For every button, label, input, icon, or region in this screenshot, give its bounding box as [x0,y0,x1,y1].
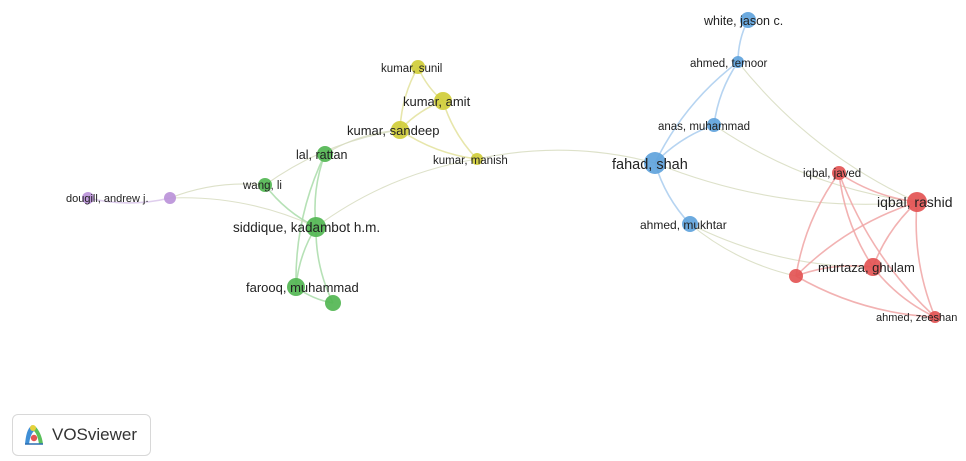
node-wang-li[interactable] [258,178,272,192]
link-iqbal-rashid-red-unlabeled [795,201,918,277]
link-ahmed-temoor-fahad-shah [654,61,739,164]
node-label-anas-muhammad[interactable]: anas, muhammad [658,121,750,133]
node-label-ahmed-temoor[interactable]: ahmed, temoor [690,58,768,70]
node-red-unlabeled[interactable] [789,269,803,283]
node-label-fahad-shah[interactable]: fahad, shah [612,157,688,173]
link-kumar-manish-siddique-kadambot [315,158,478,228]
network-nodes [82,12,941,323]
node-kumar-amit[interactable] [434,92,452,110]
link-iqbal-rashid-murtaza-ghulam [872,201,918,268]
node-farooq-muhammad[interactable] [287,278,305,296]
link-iqbal-javed-red-unlabeled [795,172,840,277]
node-dougill-andrew[interactable] [82,192,94,204]
node-green-unlabeled[interactable] [325,295,341,311]
link-anas-muhammad-iqbal-rashid [713,124,918,203]
link-iqbal-javed-murtaza-ghulam [838,172,874,268]
node-murtaza-ghulam[interactable] [864,258,882,276]
link-wang-li-purple-unlabeled [169,183,266,199]
node-label-lal-rattan[interactable]: lal, rattan [296,148,347,162]
node-label-kumar-amit[interactable]: kumar, amit [403,94,471,109]
link-iqbal-rashid-ahmed-zeeshan [915,201,936,318]
link-dougill-andrew-purple-unlabeled [87,197,171,204]
node-label-kumar-manish[interactable]: kumar, manish [433,155,508,167]
node-label-ahmed-zeeshan[interactable]: ahmed, zeeshan [876,312,957,324]
node-ahmed-mukhtar[interactable] [682,216,698,232]
node-iqbal-rashid[interactable] [907,192,927,212]
node-iqbal-javed[interactable] [832,166,846,180]
link-ahmed-temoor-iqbal-rashid [737,61,918,203]
node-kumar-sunil[interactable] [411,60,425,74]
link-kumar-amit-kumar-manish [442,100,478,160]
node-lal-rattan[interactable] [317,146,333,162]
node-label-siddique-kadambot[interactable]: siddique, kadambot h.m. [233,220,380,235]
node-label-murtaza-ghulam[interactable]: murtaza, ghulam [818,260,915,275]
link-fahad-shah-kumar-manish [476,149,656,164]
node-label-farooq-muhammad[interactable]: farooq, muhammad [246,280,359,295]
node-white-jason[interactable] [740,12,756,28]
node-siddique-kadambot[interactable] [306,217,326,237]
link-ahmed-mukhtar-red-unlabeled [689,223,797,277]
node-fahad-shah[interactable] [644,152,666,174]
link-fahad-shah-iqbal-rashid [654,162,918,205]
vosviewer-logo-icon [25,425,43,445]
node-label-dougill-andrew[interactable]: dougill, andrew j. [66,193,149,205]
link-iqbal-javed-ahmed-zeeshan [838,172,936,318]
network-labels: white, jason c. ahmed, temoor anas, muhamm… [66,14,957,324]
node-ahmed-temoor[interactable] [732,56,744,68]
node-label-ahmed-mukhtar[interactable]: ahmed, mukhtar [640,218,727,232]
node-kumar-sandeep[interactable] [391,121,409,139]
node-ahmed-zeeshan[interactable] [929,311,941,323]
vosviewer-brand-label: VOSviewer [52,425,138,444]
node-label-iqbal-rashid[interactable]: iqbal, rashid [877,194,953,210]
node-label-white-jason[interactable]: white, jason c. [703,14,783,28]
node-anas-muhammad[interactable] [707,118,721,132]
link-siddique-kadambot-purple-unlabeled [169,197,317,228]
node-kumar-manish[interactable] [471,153,483,165]
node-label-kumar-sunil[interactable]: kumar, sunil [381,63,442,75]
node-label-iqbal-javed[interactable]: iqbal, javed [803,168,861,180]
node-label-wang-li[interactable]: wang, li [242,180,282,192]
node-label-kumar-sandeep[interactable]: kumar, sandeep [347,123,440,138]
link-red-unlabeled-ahmed-zeeshan [795,275,936,318]
vosviewer-badge[interactable]: VOSviewer [12,414,151,456]
node-purple-unlabeled[interactable] [164,192,176,204]
